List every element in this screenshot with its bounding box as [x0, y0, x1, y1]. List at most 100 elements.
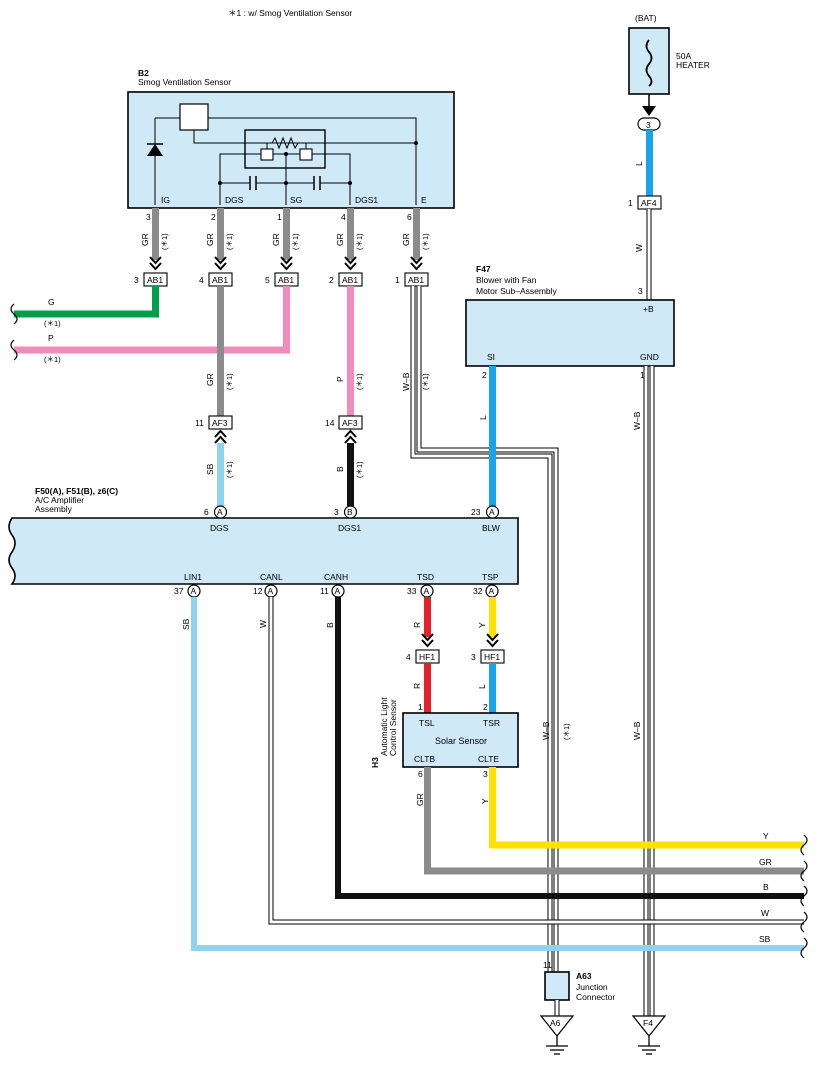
- svg-text:(＊1): (＊1): [355, 461, 364, 478]
- svg-text:SB: SB: [759, 934, 771, 944]
- af3-connectors: AF3 AF3 11 14: [195, 415, 363, 430]
- wire-e-wb-fill: [411, 286, 552, 972]
- wire-tsr-l: [489, 663, 496, 713]
- f47-name2: Motor Sub–Assembly: [476, 286, 558, 296]
- svg-text:B: B: [763, 882, 769, 892]
- svg-text:LIN1: LIN1: [184, 572, 202, 582]
- b2-pinnum-e: 6: [407, 212, 412, 222]
- svg-text:W–B: W–B: [632, 721, 642, 740]
- wire-dgs-sb: [217, 443, 224, 506]
- svg-text:CLTB: CLTB: [414, 754, 435, 764]
- svg-text:32: 32: [473, 586, 483, 596]
- wire-break-p: [10, 339, 18, 361]
- svg-text:AB1: AB1: [408, 275, 424, 285]
- amp-name2: Assembly: [35, 504, 73, 514]
- svg-text:11: 11: [320, 586, 329, 596]
- svg-text:SB: SB: [181, 618, 191, 630]
- ground-f4-icon: [631, 1015, 667, 1037]
- svg-text:A: A: [489, 507, 495, 517]
- svg-text:6: 6: [204, 507, 209, 517]
- b2-gr-wires: [152, 208, 420, 260]
- wire-clte-y: [489, 767, 804, 849]
- svg-text:AF3: AF3: [212, 418, 228, 428]
- wire-g: [14, 286, 159, 318]
- wire-dgs1-p: [347, 286, 354, 416]
- a63-name2: Connector: [576, 992, 615, 1002]
- svg-text:14: 14: [325, 418, 335, 428]
- svg-text:Automatic Light: Automatic Light: [379, 697, 389, 756]
- svg-text:BLW: BLW: [482, 523, 500, 533]
- svg-text:CANL: CANL: [260, 572, 283, 582]
- svg-text:A6: A6: [550, 1018, 561, 1028]
- wire-p-label: P: [48, 333, 54, 343]
- b2-name: Smog Ventilation Sensor: [138, 77, 231, 87]
- ground-f4-symbol: [638, 1036, 660, 1055]
- svg-text:Y: Y: [480, 798, 490, 804]
- svg-text:(＊1): (＊1): [225, 373, 234, 390]
- svg-text:(＊1): (＊1): [225, 233, 234, 250]
- svg-text:2: 2: [482, 370, 487, 380]
- svg-text:HF1: HF1: [419, 652, 435, 662]
- svg-text:CLTE: CLTE: [478, 754, 499, 764]
- wire-canl-w: [269, 597, 804, 924]
- svg-text:A: A: [217, 507, 223, 517]
- svg-text:GR: GR: [205, 373, 215, 386]
- hf1-connectors: HF1 HF1 4 3: [406, 649, 505, 664]
- svg-text:DGS1: DGS1: [338, 523, 361, 533]
- svg-text:A: A: [424, 586, 430, 596]
- svg-text:(＊1): (＊1): [355, 373, 364, 390]
- f47-component-box: [465, 299, 675, 367]
- svg-text:3: 3: [471, 652, 476, 662]
- svg-text:SI: SI: [487, 352, 495, 362]
- svg-text:W–B: W–B: [541, 721, 551, 740]
- svg-text:GR: GR: [401, 233, 411, 246]
- svg-text:W: W: [634, 244, 644, 252]
- b2-pin-ig: IG: [161, 195, 170, 205]
- svg-text:6: 6: [418, 769, 423, 779]
- svg-text:GND: GND: [640, 352, 659, 362]
- svg-text:1: 1: [418, 702, 423, 712]
- h3-inner-label: Solar Sensor: [435, 736, 487, 746]
- wire-bat-l: [646, 130, 653, 196]
- a63-junction-box: [544, 971, 570, 1001]
- b2-pin-dgs1: DGS1: [355, 195, 378, 205]
- svg-text:TSP: TSP: [482, 572, 499, 582]
- svg-text:AB1: AB1: [278, 275, 294, 285]
- svg-text:GR: GR: [271, 233, 281, 246]
- svg-text:1: 1: [395, 275, 400, 285]
- svg-text:B: B: [347, 507, 353, 517]
- wire-canh-b: [335, 597, 804, 899]
- svg-text:AB1: AB1: [342, 275, 358, 285]
- b2-pin-sg: SG: [290, 195, 302, 205]
- b2-pin-e: E: [421, 195, 427, 205]
- ab1-connectors: AB1 AB1 AB1 AB1 AB1 3 4 5 2 1: [134, 272, 429, 287]
- b2-wire-labels: GR (＊1) GR (＊1) GR (＊1) GR (＊1) GR (＊1): [140, 233, 430, 250]
- b2-pinnum-dgs1: 4: [341, 212, 346, 222]
- svg-text:A: A: [335, 586, 341, 596]
- svg-text:(＊1): (＊1): [355, 233, 364, 250]
- svg-text:AB1: AB1: [212, 275, 228, 285]
- svg-text:(＊1): (＊1): [421, 233, 430, 250]
- wire-dgs-gr: [217, 286, 224, 416]
- svg-text:W: W: [258, 620, 268, 628]
- svg-text:3: 3: [483, 769, 488, 779]
- svg-text:A: A: [191, 586, 197, 596]
- svg-text:TSL: TSL: [419, 718, 435, 728]
- f47-name1: Blower with Fan: [476, 275, 537, 285]
- wire-cltb-gr: [424, 767, 804, 875]
- svg-text:H3: H3: [370, 757, 380, 768]
- svg-text:11: 11: [543, 960, 552, 970]
- amp-top-pins: A B A 6 3 23 DGS DGS1 BLW: [204, 505, 500, 533]
- svg-text:(＊1): (＊1): [421, 373, 430, 390]
- svg-text:P: P: [335, 376, 345, 382]
- svg-text:GR: GR: [415, 793, 425, 806]
- svg-text:(＊1): (＊1): [562, 723, 571, 740]
- svg-text:3: 3: [134, 275, 139, 285]
- svg-text:GR: GR: [335, 233, 345, 246]
- fuse-icon: [645, 39, 653, 87]
- svg-text:Y: Y: [763, 831, 769, 841]
- a63-name1: Junction: [576, 982, 608, 992]
- b2-pinnum-sg: 1: [277, 212, 282, 222]
